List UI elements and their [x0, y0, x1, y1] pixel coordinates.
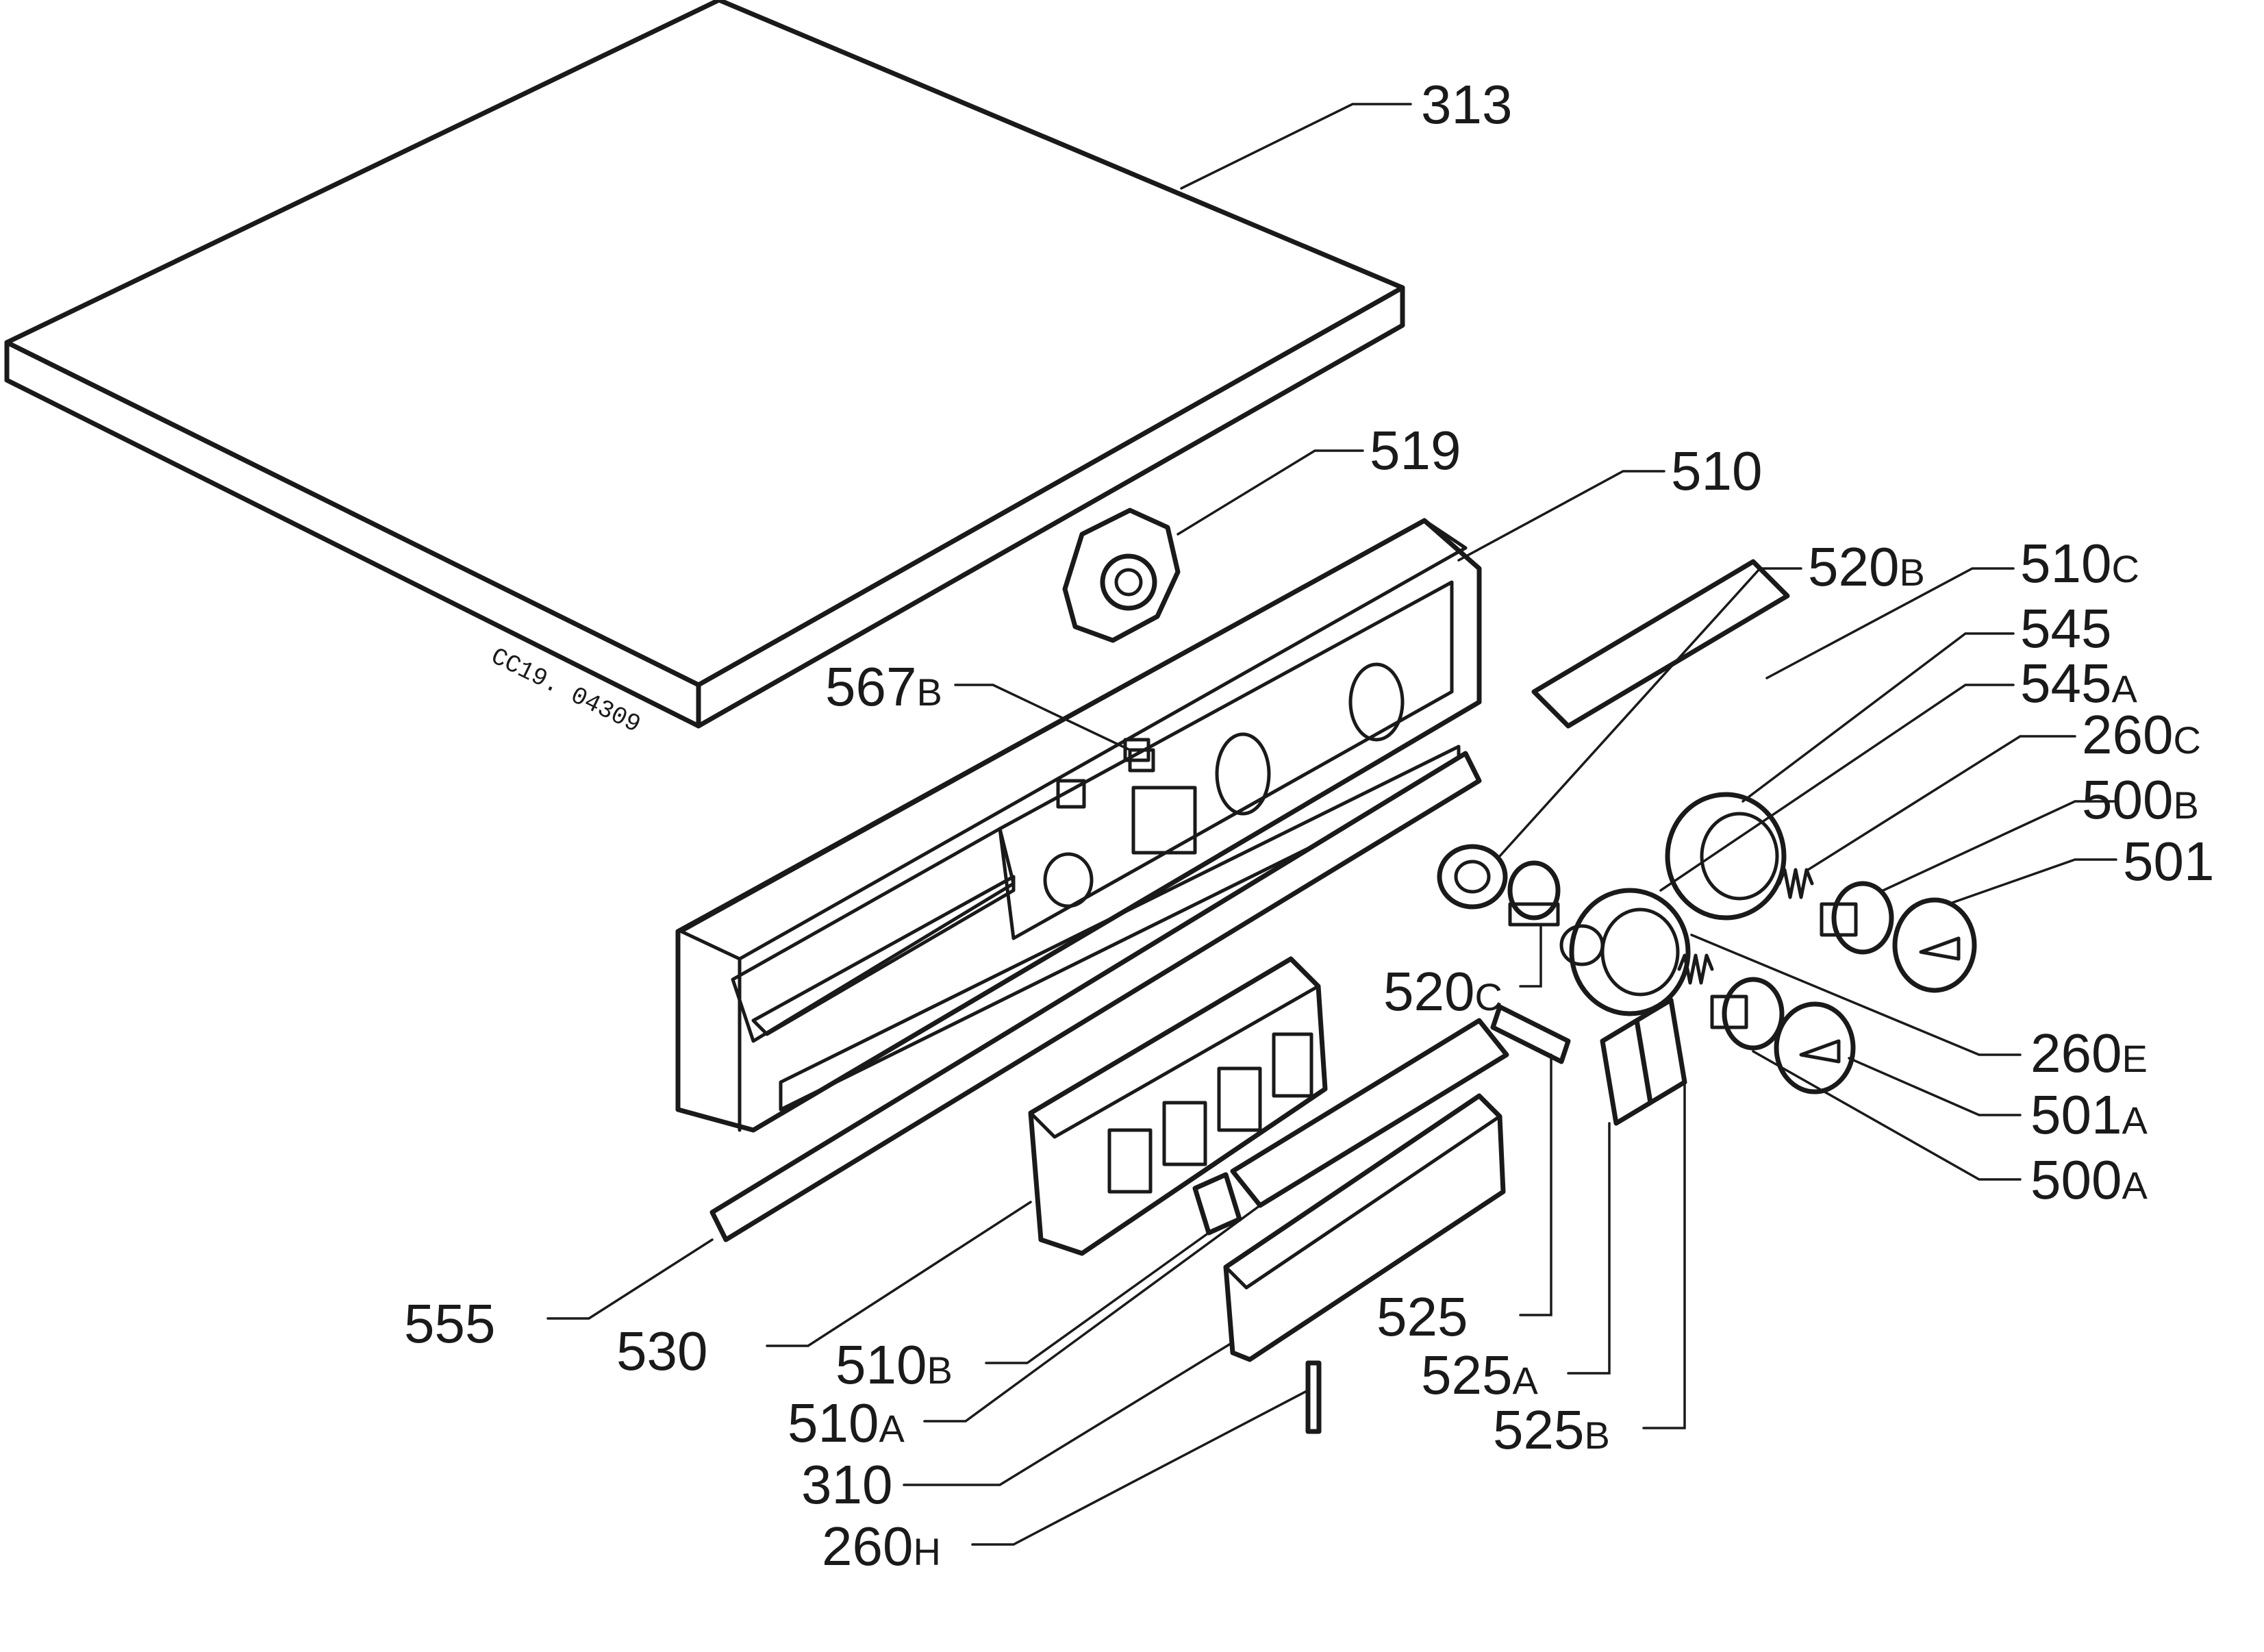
part-501-knob	[1892, 897, 1977, 993]
label-525: 525	[1376, 1286, 1468, 1347]
leader-310	[903, 1341, 1234, 1486]
label-545A: 545A	[2020, 653, 2137, 714]
part-555-trim-strip	[709, 751, 1482, 1242]
label-555: 555	[404, 1293, 495, 1354]
part-530-detergent-dispenser	[1028, 956, 1328, 1256]
leader-510B	[985, 1231, 1210, 1364]
label-510C: 510C	[2020, 533, 2139, 594]
label-530: 530	[616, 1321, 707, 1381]
leader-260H	[971, 1389, 1309, 1546]
part-500a-spindle	[1710, 977, 1785, 1051]
part-labels: 313 519 510 520B 510C 545 545A 260C 500B…	[404, 74, 2214, 1577]
part-545-knob-bezel	[1665, 792, 1787, 921]
leader-525A	[1567, 1122, 1611, 1375]
part-525a-push-button	[1600, 1018, 1653, 1126]
part-520b-lamp-holder	[1437, 844, 1508, 910]
label-500A: 500A	[2030, 1149, 2148, 1210]
label-545: 545	[2020, 598, 2111, 659]
label-310: 310	[801, 1454, 892, 1515]
part-567b-indicator	[1128, 748, 1155, 773]
leader-501	[1947, 858, 2117, 905]
label-510A: 510A	[788, 1392, 905, 1453]
label-520B: 520B	[1808, 536, 1925, 597]
label-510B: 510B	[835, 1334, 953, 1395]
label-260C: 260C	[2082, 704, 2201, 765]
part-545a-knob-bezel	[1559, 888, 1691, 1016]
leader-500A	[1752, 1050, 2022, 1181]
label-501: 501	[2123, 831, 2214, 892]
part-313-cover-lid	[4, 0, 1405, 729]
leader-510A	[923, 1204, 1261, 1423]
leader-510	[1457, 470, 1665, 562]
part-260h-pin	[1305, 1360, 1322, 1434]
leader-lines	[546, 103, 2117, 1546]
label-567B: 567B	[825, 656, 942, 717]
label-519: 519	[1370, 420, 1461, 481]
leader-555	[546, 1238, 714, 1320]
part-501a-knob	[1774, 1001, 1856, 1094]
part-260e-spring	[1677, 953, 1714, 985]
part-500b-spindle	[1820, 881, 1894, 955]
part-510-control-panel	[675, 518, 1482, 1133]
leader-520C	[1519, 923, 1542, 988]
part-520c-lamp	[1507, 860, 1561, 927]
leader-313	[1180, 103, 1412, 190]
leader-519	[1177, 449, 1364, 536]
part-525-switch-rod	[1490, 1004, 1571, 1064]
leader-525B	[1642, 1081, 1686, 1429]
label-260H: 260H	[822, 1516, 941, 1577]
leader-545	[1741, 632, 2015, 803]
leader-545A	[1659, 684, 2015, 892]
label-525A: 525A	[1421, 1344, 1538, 1405]
leader-525	[1519, 1053, 1552, 1316]
label-501A: 501A	[2030, 1084, 2148, 1145]
leader-260C	[1807, 735, 2076, 871]
part-510c-slot-strip	[1531, 559, 1790, 729]
leader-510C	[1765, 567, 2015, 679]
part-310-handle-panel	[1223, 1093, 1506, 1362]
label-313: 313	[1421, 74, 1512, 135]
label-510: 510	[1671, 440, 1762, 501]
leader-260E	[1690, 934, 2022, 1056]
part-260c-spring	[1777, 868, 1814, 899]
leader-530	[766, 1201, 1032, 1347]
leader-501A	[1848, 1057, 2022, 1116]
label-260E: 260E	[2030, 1023, 2148, 1084]
leader-567B	[954, 684, 1131, 751]
part-510a-lower-strip	[1230, 1018, 1509, 1208]
label-520C: 520C	[1383, 961, 1502, 1022]
part-519-programme-switch	[1062, 508, 1181, 643]
leader-520B	[1498, 567, 1802, 858]
label-525B: 525B	[1493, 1399, 1610, 1460]
label-500B: 500B	[2082, 769, 2199, 830]
leader-500B	[1882, 800, 2117, 892]
